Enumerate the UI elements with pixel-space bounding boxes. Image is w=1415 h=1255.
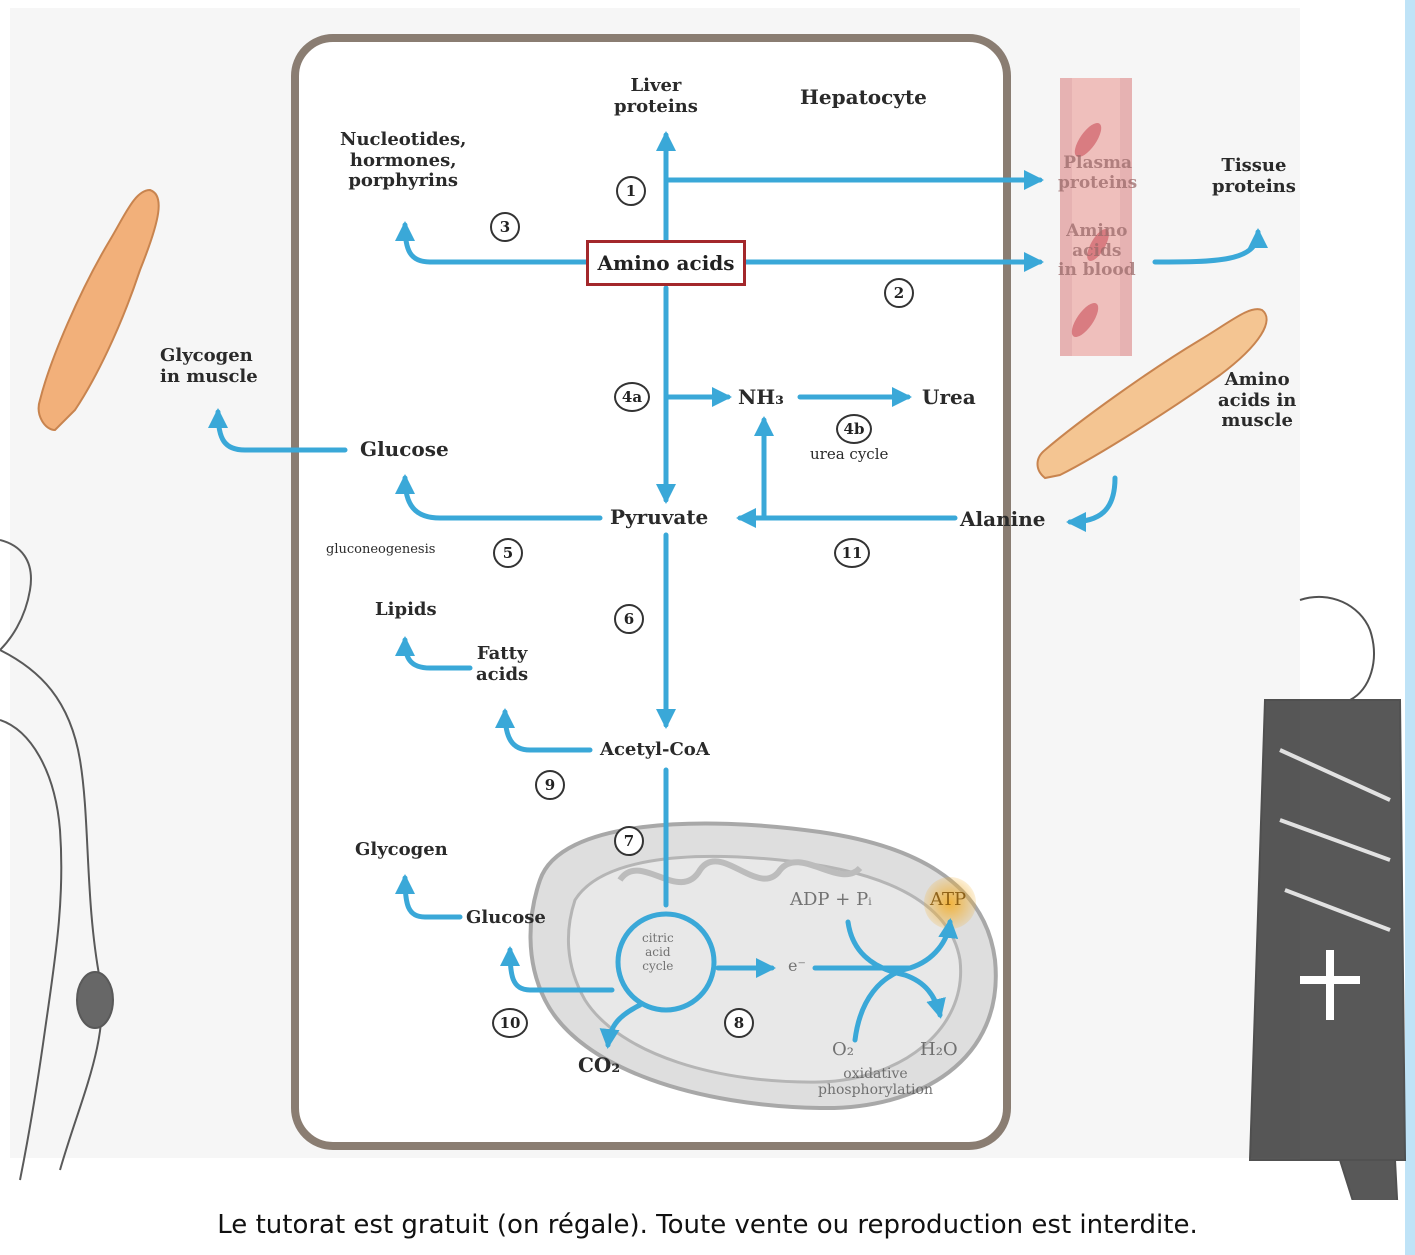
step-1-badge: 1 [616,176,646,206]
step-9-badge: 9 [535,770,565,800]
label-amino-acids-blood: Amino acids in blood [1058,222,1136,281]
label-urea: Urea [922,386,976,409]
label-h2o: H₂O [920,1040,958,1061]
label-electron: e⁻ [788,957,806,975]
step-7-badge: 7 [614,826,644,856]
label-alanine: Alanine [960,508,1045,531]
step-3-badge: 3 [490,212,520,242]
step-4a-badge: 4a [614,382,650,412]
label-gluconeogenesis: gluconeogenesis [326,543,435,558]
label-plasma-proteins: Plasma proteins [1058,154,1137,193]
label-amino-acids-in-muscle: Amino acids in muscle [1218,370,1296,432]
step-10-badge: 10 [492,1008,528,1038]
label-glucose-top: Glucose [360,438,449,461]
label-fatty-acids: Fatty acids [476,644,528,685]
step-5-badge: 5 [493,538,523,568]
label-tissue-proteins: Tissue proteins [1212,156,1296,197]
label-glycogen: Glycogen [355,840,448,861]
step-8-badge: 8 [724,1008,754,1038]
step-11-badge: 11 [834,538,870,568]
label-pyruvate: Pyruvate [610,506,708,529]
label-oxidative-phosphorylation: oxidative phosphorylation [818,1066,933,1098]
label-acetyl-coa: Acetyl-CoA [600,740,710,761]
label-citric-acid-cycle: citric acid cycle [642,932,674,973]
label-liver-proteins: Liver proteins [614,76,698,117]
step-4b-badge: 4b [836,414,872,444]
footer-disclaimer: Le tutorat est gratuit (on régale). Tout… [0,1210,1415,1240]
label-urea-cycle: urea cycle [810,446,888,463]
step-2-badge: 2 [884,278,914,308]
label-atp: ATP [930,890,966,911]
amino-acid-metabolism-diagram [0,0,1415,1200]
label-glucose-bottom: Glucose [466,908,546,929]
label-adp-pi: ADP + Pᵢ [790,890,872,911]
label-co2: CO₂ [578,1054,620,1077]
step-6-badge: 6 [614,604,644,634]
label-glycogen-in-muscle: Glycogen in muscle [160,346,258,387]
label-o2: O₂ [832,1040,854,1061]
amino-acids-box: Amino acids [586,240,746,286]
label-nh3: NH₃ [738,386,784,409]
blood-vessel-icon [1060,78,1132,356]
label-lipids: Lipids [375,600,437,621]
title-hepatocyte: Hepatocyte [800,86,927,109]
label-nucleotides: Nucleotides, hormones, porphyrins [340,130,466,192]
